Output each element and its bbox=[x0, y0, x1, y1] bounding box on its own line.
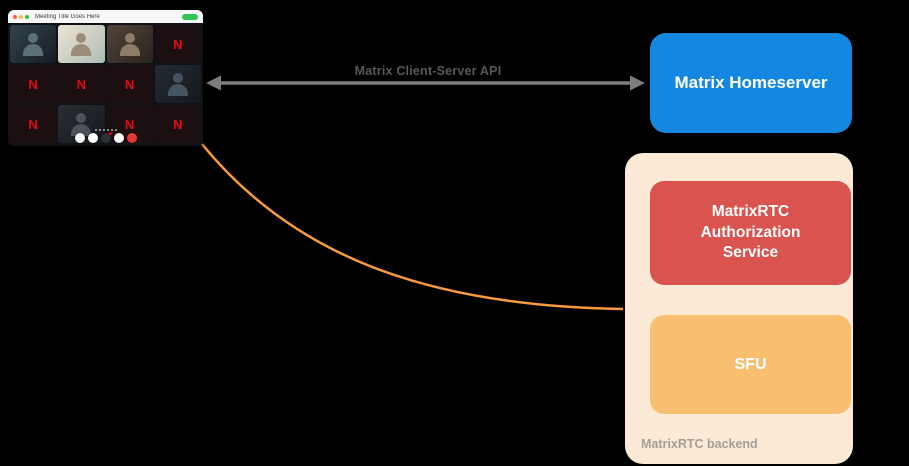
control-button-row bbox=[74, 132, 137, 143]
node-authorization-service: MatrixRTC Authorization Service bbox=[650, 181, 851, 285]
participant-tile-video bbox=[106, 25, 153, 63]
pagination-dots bbox=[94, 129, 117, 131]
participant-tile-avatar: N bbox=[106, 65, 153, 103]
arrowhead-right-icon bbox=[630, 75, 645, 91]
person-silhouette bbox=[120, 33, 140, 56]
participant-tile-avatar: N bbox=[10, 105, 57, 143]
notification-badge bbox=[108, 132, 112, 135]
more-options-button[interactable] bbox=[100, 132, 112, 143]
participant-tile-avatar: N bbox=[154, 25, 201, 63]
avatar-letter: N bbox=[28, 116, 38, 132]
screenshare-button[interactable] bbox=[113, 133, 124, 143]
camera-button[interactable] bbox=[74, 133, 85, 143]
microphone-button[interactable] bbox=[87, 133, 98, 143]
node-matrix-homeserver: Matrix Homeserver bbox=[650, 33, 852, 133]
participant-tile-video bbox=[154, 65, 201, 103]
node-sfu: SFU bbox=[650, 315, 851, 414]
minimize-window-icon[interactable] bbox=[19, 14, 23, 19]
meeting-title: Meeting Title Goes Here bbox=[35, 13, 100, 20]
person-silhouette bbox=[71, 33, 91, 56]
avatar-letter: N bbox=[173, 116, 183, 132]
avatar-letter: N bbox=[124, 76, 135, 92]
avatar-letter: N bbox=[173, 36, 183, 52]
participant-tile-avatar: N bbox=[10, 65, 57, 103]
hangup-button[interactable] bbox=[126, 133, 137, 143]
backend-group-label: MatrixRTC backend bbox=[641, 437, 758, 451]
call-controls bbox=[8, 129, 203, 143]
close-window-icon[interactable] bbox=[13, 14, 17, 19]
window-titlebar: Meeting Title Goes Here bbox=[8, 10, 203, 23]
participant-grid: N N N N N N N bbox=[8, 23, 203, 145]
person-silhouette bbox=[168, 73, 188, 96]
maximize-window-icon[interactable] bbox=[25, 14, 29, 19]
participant-tile-video bbox=[10, 25, 57, 63]
participant-tile-avatar: N bbox=[154, 105, 201, 143]
participant-tile-video bbox=[58, 25, 105, 63]
client-server-api-label: Matrix Client-Server API bbox=[354, 64, 502, 78]
person-silhouette bbox=[23, 33, 43, 56]
connection-status-pill bbox=[182, 13, 198, 20]
avatar-letter: N bbox=[124, 116, 135, 132]
avatar-letter: N bbox=[76, 76, 87, 92]
participant-tile-avatar: N bbox=[58, 65, 105, 103]
video-call-window: Meeting Title Goes Here N N N N N N N bbox=[8, 10, 203, 146]
avatar-letter: N bbox=[28, 76, 38, 92]
arrowhead-left-icon bbox=[206, 75, 221, 91]
rtc-edge-curve bbox=[201, 143, 624, 311]
